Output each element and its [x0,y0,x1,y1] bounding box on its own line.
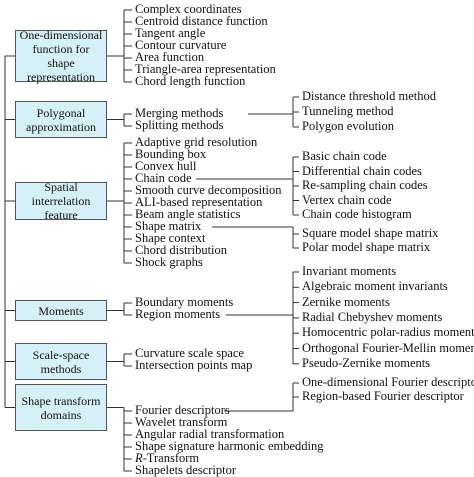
subitem-one-dimensional-fourier-descriptors: One-dimensional Fourier descriptors [302,375,474,389]
method-region-moments: Region moments [135,307,221,321]
category-label: Shape transform domains [21,393,101,422]
subitem-tunneling-method: Tunneling method [302,104,394,118]
method-smooth-curve-decomposition: Smooth curve decomposition [135,183,282,197]
category-box-shape-transform-domains: Shape transform domains [15,384,107,431]
subitem-chain-code-histogram: Chain code histogram [302,207,412,221]
method-centroid-distance-function: Centroid distance function [135,14,268,28]
subitem-radial-chebyshev-moments: Radial Chebyshev moments [302,309,443,324]
method-chord-length-function: Chord length function [135,74,246,88]
method-fourier-descriptors: Fourier descriptors [135,403,230,417]
subitem-polygon-evolution: Polygon evolution [302,119,395,133]
subitem-orthogonal-fourier-mellin-moments: Orthogonal Fourier-Mellin moments [302,340,474,355]
category-box-polygonal-approximation: Polygonal approximation [15,101,107,138]
subitem-algebraic-moment-invariants: Algebraic moment invariants [302,279,448,294]
subitem-basic-chain-code: Basic chain code [302,149,387,163]
method-wavelet-transform: Wavelet transform [135,415,228,429]
method-r-transform: R-Transform [135,451,200,465]
method-convex-hull: Convex hull [135,159,197,173]
method-triangle-area-representation: Triangle-area representation [135,62,276,76]
subitem-re-sampling-chain-codes: Re-sampling chain codes [302,178,428,192]
subitem-vertex-chain-code: Vertex chain code [302,192,392,207]
method-complex-coordinates: Complex coordinates [135,2,242,16]
subitem-differential-chain-codes: Differential chain codes [302,163,422,178]
method-shape-signature-harmonic-embedding: Shape signature harmonic embedding [135,439,324,453]
method-angular-radial-transformation: Angular radial transformation [135,427,285,441]
subitem-zernike-moments: Zernike moments [302,294,390,309]
method-curvature-scale-space: Curvature scale space [135,346,244,360]
category-box-spatial-interrelation-feature: Spatial interrelation feature [15,180,107,222]
method-area-function: Area function [135,50,205,64]
category-box-moments: Moments [15,300,107,321]
method-shapelets-descriptor: Shapelets descriptor [135,463,237,477]
method-beam-angle-statistics: Beam angle statistics [135,207,241,221]
method-adaptive-grid-resolution: Adaptive grid resolution [135,135,258,149]
category-label: Polygonal approximation [26,105,96,134]
method-merging-methods: Merging methods [135,106,224,120]
category-label: Spatial interrelation feature [31,180,91,222]
method-ali-based-representation: ALI-based representation [135,195,263,209]
method-boundary-moments: Boundary moments [135,295,234,309]
subitem-square-model-shape-matrix: Square model shape matrix [302,226,439,240]
subitem-distance-threshold-method: Distance threshold method [302,89,436,103]
method-contour-curvature: Contour curvature [135,38,227,52]
subitem-homocentric-polar-radius-moment: Homocentric polar-radius moment [302,325,474,340]
category-box-scale-space-methods: Scale-space methods [15,343,107,380]
subitem-region-based-fourier-descriptor: Region-based Fourier descriptor [302,389,464,403]
category-label: Moments [38,303,84,318]
category-label: Scale-space methods [32,347,90,376]
method-bounding-box: Bounding box [135,147,207,161]
subitem-pseudo-zernike-moments: Pseudo-Zernike moments [302,355,431,370]
method-tangent-angle: Tangent angle [135,26,206,40]
method-shock-graphs: Shock graphs [135,255,203,269]
method-shape-context: Shape context [135,231,206,245]
method-splitting-methods: Splitting methods [135,118,224,132]
method-intersection-points-map: Intersection points map [135,358,253,372]
method-chain-code: Chain code [135,171,192,185]
category-label: One-dimensional function for shape repre… [19,28,103,84]
subitem-invariant-moments: Invariant moments [302,264,397,278]
method-shape-matrix: Shape matrix [135,219,202,233]
subitem-polar-model-shape-matrix: Polar model shape matrix [302,240,431,254]
category-box-one-dimensional-function-for-shape-representation: One-dimensional function for shape repre… [15,28,107,84]
method-chord-distribution: Chord distribution [135,243,228,257]
